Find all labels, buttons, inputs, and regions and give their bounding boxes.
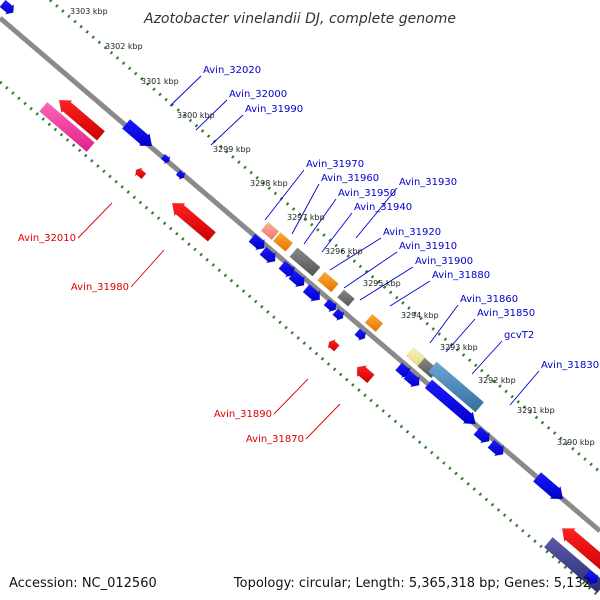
kbp-tick-label: 3295 kbp — [363, 279, 401, 288]
forward-label-leader — [329, 237, 382, 271]
gene-grey-31940 — [289, 247, 321, 277]
kbp-tick-label: 3297 kbp — [287, 213, 325, 222]
forward-label-leader — [355, 187, 398, 239]
forward-gene-label[interactable]: Avin_31910 — [399, 241, 457, 252]
forward-label-leader — [471, 340, 503, 375]
genome-summary-text: Topology: circular; Length: 5,365,318 bp… — [233, 576, 591, 591]
gene-red-bottom — [561, 528, 600, 570]
gene-blue-31900 — [302, 284, 321, 302]
forward-gene-label[interactable]: Avin_32020 — [203, 65, 261, 76]
gene-blue-31860 — [395, 362, 411, 379]
gene-blue-31850 — [403, 370, 420, 388]
reverse-gene-label[interactable]: Avin_31890 — [214, 409, 272, 420]
forward-label-leader — [264, 169, 305, 221]
forward-label-leader — [445, 318, 476, 353]
gene-blue-31820 — [532, 472, 564, 500]
forward-gene-label[interactable]: Avin_31920 — [383, 227, 441, 238]
genome-backbone — [0, 16, 600, 533]
gene-blue-32000 — [160, 153, 171, 164]
forward-label-leader — [291, 183, 320, 235]
forward-label-leader — [389, 280, 431, 307]
kbp-tick-label: 3302 kbp — [105, 42, 143, 51]
label-leaders — [77, 75, 540, 440]
forward-gene-label[interactable]: Avin_31960 — [321, 173, 379, 184]
gene-red-32010 — [134, 167, 147, 180]
gene-blue-31990 — [175, 169, 186, 180]
kbp-tick-label: 3301 kbp — [141, 77, 179, 86]
gene-blue-31920 — [288, 270, 305, 288]
gene-salmon-31960 — [260, 221, 280, 241]
gene-blue-31830b — [487, 439, 504, 457]
kbp-tick-label: 3293 kbp — [440, 343, 478, 352]
forward-gene-label[interactable]: Avin_31880 — [432, 270, 490, 281]
gene-blue-31870 — [354, 328, 367, 342]
forward-gene-label[interactable]: gcvT2 — [504, 330, 534, 341]
reverse-label-leader — [130, 249, 165, 288]
gene-red-31980 — [171, 202, 217, 242]
gene-blue-31970 — [248, 233, 265, 251]
reverse-gene-label[interactable]: Avin_31980 — [71, 282, 129, 293]
forward-label-leader — [343, 251, 398, 289]
kbp-tick-label: 3296 kbp — [325, 247, 363, 256]
gene-orange-31870 — [364, 313, 384, 333]
gene-pink-32030 — [39, 101, 95, 153]
forward-label-leader — [303, 198, 337, 245]
forward-gene-label[interactable]: Avin_31940 — [354, 202, 412, 213]
gene-labels: Avin_32020Avin_32000Avin_31990Avin_31970… — [18, 65, 599, 445]
reverse-label-leader — [273, 378, 309, 415]
gene-navy-bottom — [543, 536, 600, 594]
forward-gene-label[interactable]: Avin_31850 — [477, 308, 535, 319]
kbp-tick-label: 3303 kbp — [70, 7, 108, 16]
gene-blue-31930 — [278, 260, 295, 278]
forward-gene-label[interactable]: Avin_31950 — [338, 188, 396, 199]
kbp-tick-label: 3300 kbp — [177, 111, 215, 120]
gene-blue-31830a — [473, 426, 490, 444]
forward-label-leader — [321, 212, 353, 253]
forward-gene-label[interactable]: Avin_31830 — [541, 360, 599, 371]
reverse-gene-label[interactable]: Avin_32010 — [18, 233, 76, 244]
gene-orange-31910 — [317, 271, 339, 293]
kbp-tick-label: 3292 kbp — [478, 376, 516, 385]
kbp-track — [49, 0, 600, 474]
gene-orange-31950 — [272, 232, 294, 252]
forward-label-leader — [359, 266, 414, 301]
gene-red-32030 — [58, 99, 106, 141]
kbp-tick-label: 3298 kbp — [250, 179, 288, 188]
gene-blue-31960 — [259, 246, 276, 264]
forward-label-leader — [169, 75, 202, 107]
forward-gene-label[interactable]: Avin_31990 — [245, 104, 303, 115]
gene-blue-31880b — [332, 308, 345, 322]
tick-labels: 3303 kbp 3302 kbp 3301 kbp 3300 kbp 3299 kbp… — [70, 7, 595, 447]
forward-label-leader — [429, 304, 459, 344]
reverse-gene-label[interactable]: Avin_31870 — [246, 434, 304, 445]
forward-label-leader — [210, 114, 244, 146]
kbp-tick-label: 3294 kbp — [401, 311, 439, 320]
gene-blue-bottom — [583, 569, 599, 585]
forward-label-leader — [509, 370, 540, 406]
forward-gene-label[interactable]: Avin_32000 — [229, 89, 287, 100]
reverse-label-leader — [305, 403, 341, 440]
forward-gene-label[interactable]: Avin_31970 — [306, 159, 364, 170]
reverse-label-leader — [77, 202, 113, 239]
gene-red-31890 — [327, 338, 340, 352]
gene-blue-gcvT2 — [424, 379, 476, 425]
map-title: Azotobacter vinelandii DJ, complete geno… — [143, 11, 456, 27]
accession-text: Accession: NC_012560 — [9, 576, 157, 591]
gene-blue-31880a — [323, 298, 337, 313]
kbp-tick-label: 3299 kbp — [213, 145, 251, 154]
gene-blue-top-left — [0, 0, 15, 15]
forward-gene-label[interactable]: Avin_31900 — [415, 256, 473, 267]
kbp-tick-label: 3290 kbp — [557, 438, 595, 447]
gene-steel-gcvT2 — [427, 361, 485, 413]
gene-red-31870 — [356, 365, 375, 384]
kbp-tick-label: 3291 kbp — [517, 406, 555, 415]
gene-grey-31890 — [337, 289, 355, 307]
gene-blue-32020 — [121, 119, 153, 147]
forward-gene-label[interactable]: Avin_31860 — [460, 294, 518, 305]
forward-gene-label[interactable]: Avin_31930 — [399, 177, 457, 188]
forward-label-leader — [195, 99, 228, 131]
